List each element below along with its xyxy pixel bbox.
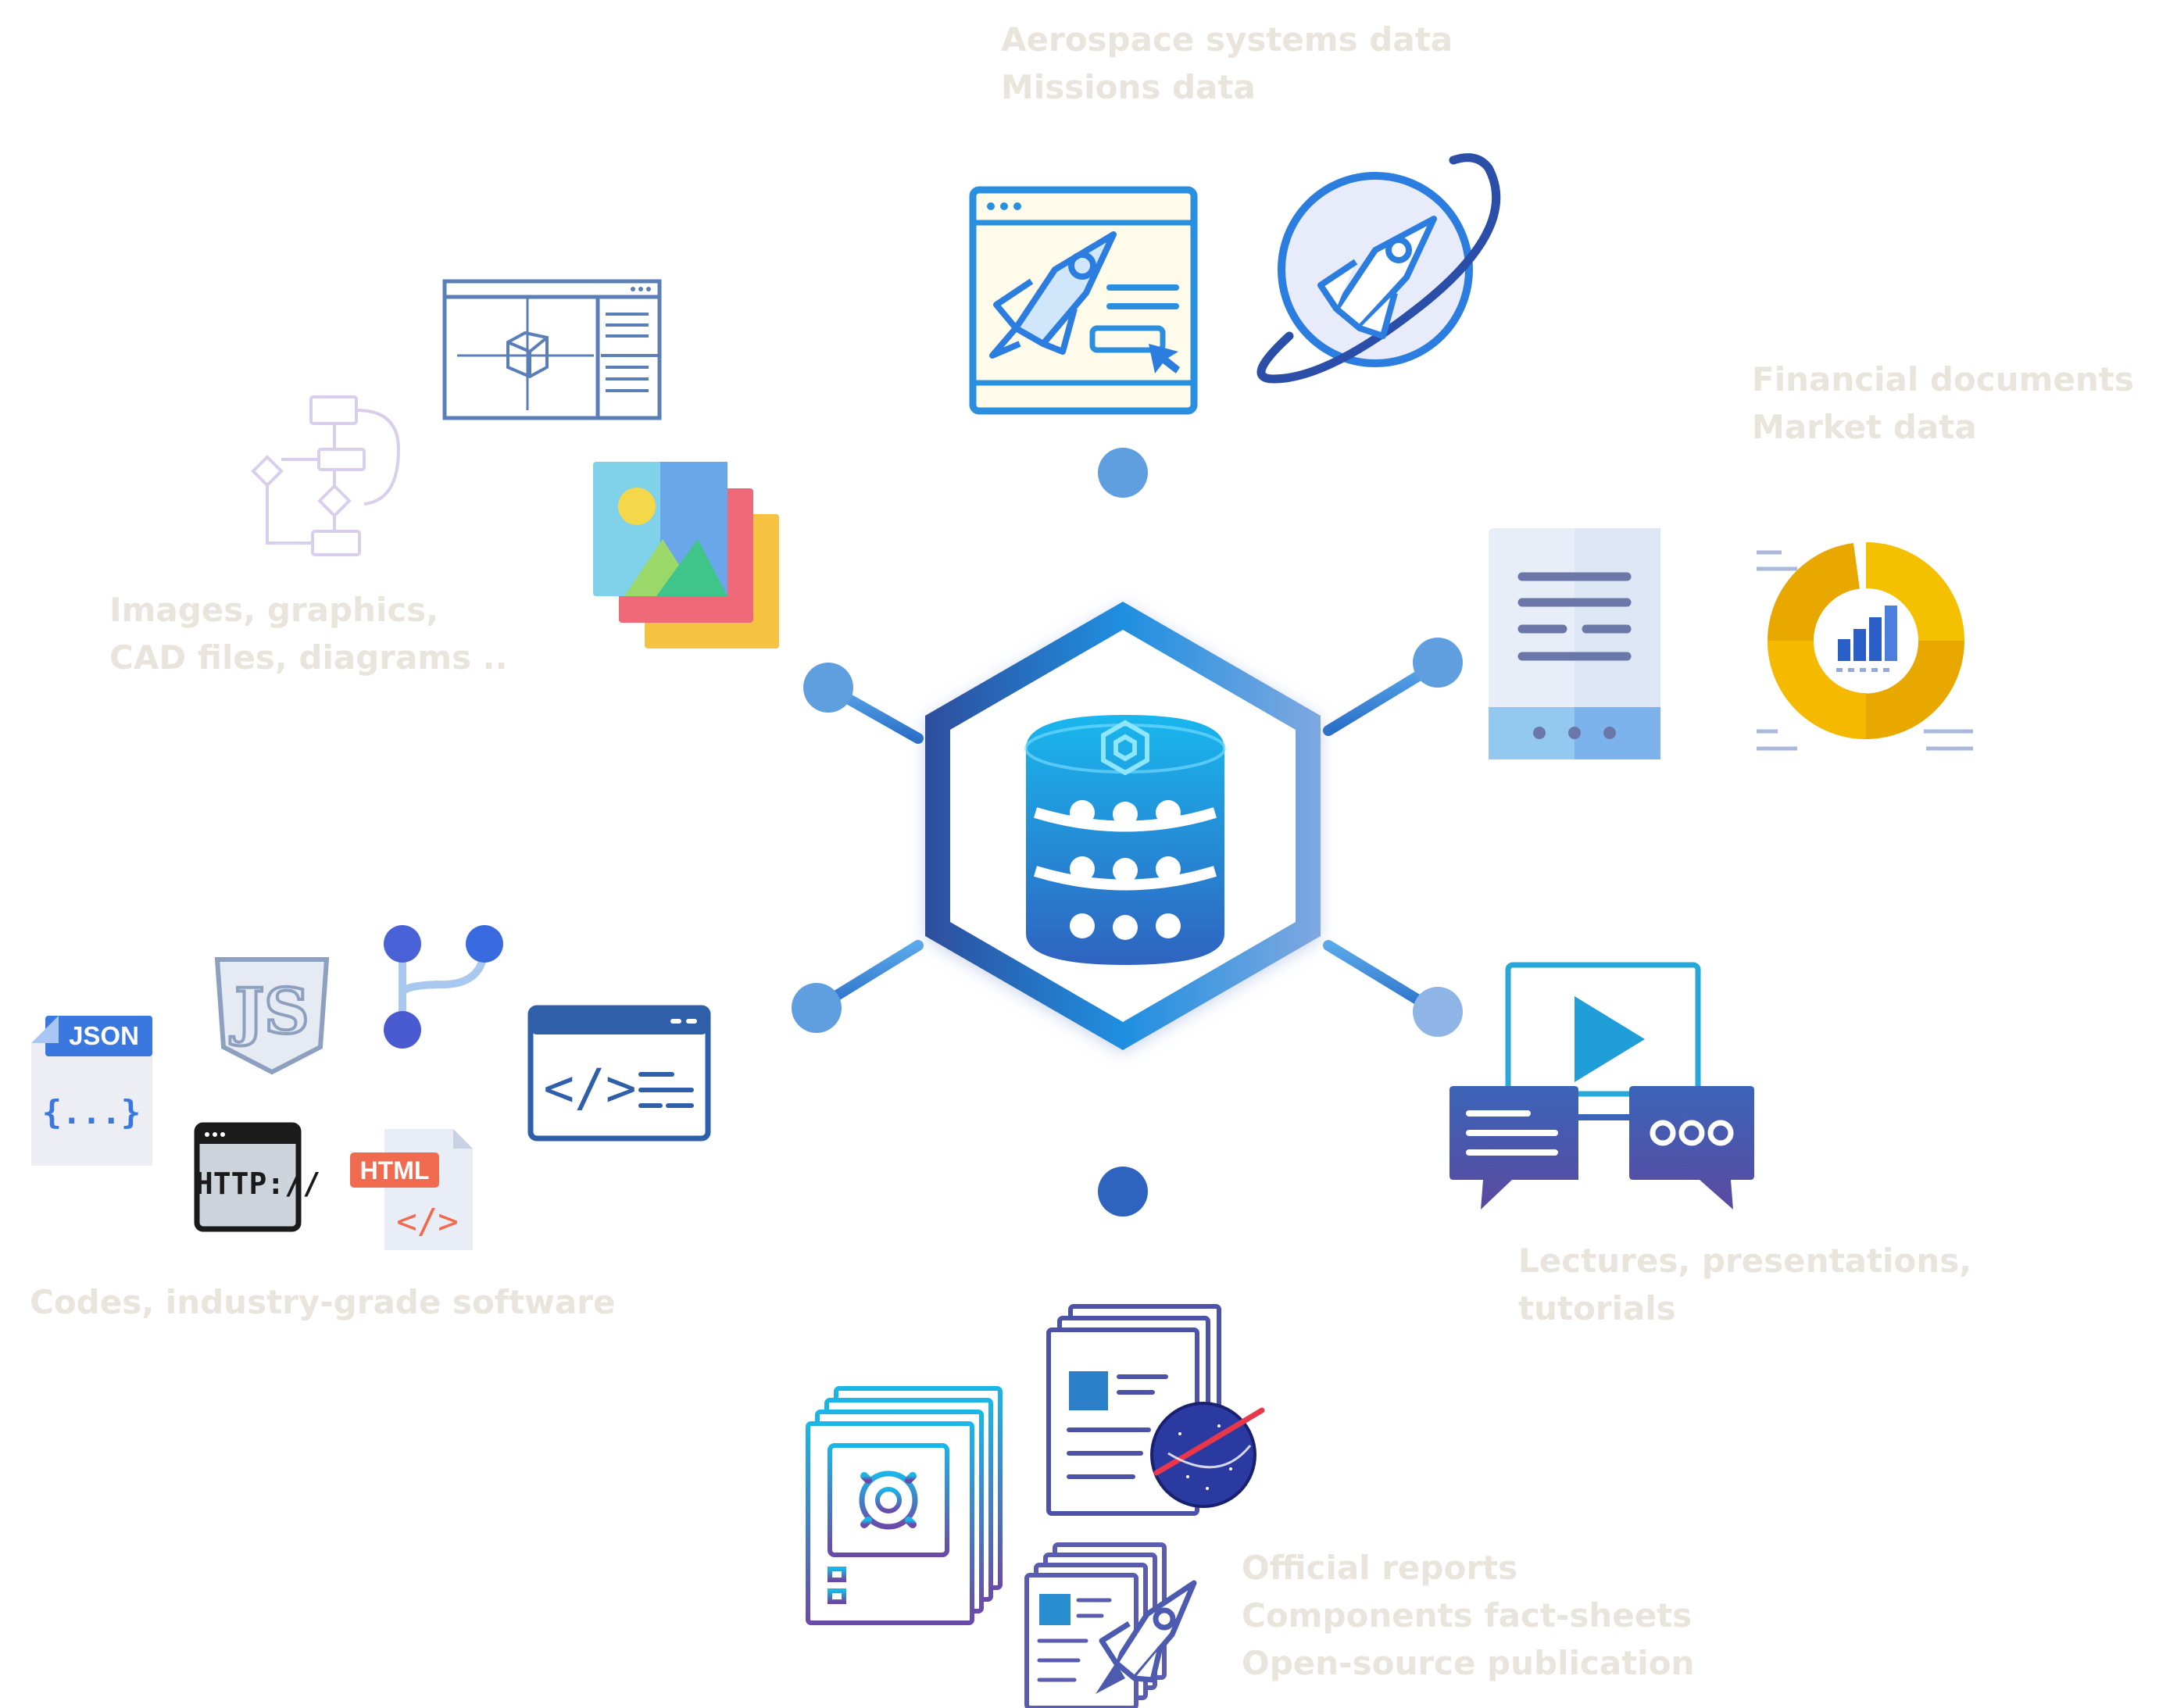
document-icon	[1489, 528, 1660, 759]
financial-label: Financial documents Market data	[1752, 356, 2134, 451]
donut-chart-icon	[1757, 542, 1973, 751]
hub-connector-nodes	[792, 448, 1463, 1217]
lectures-line-2: tutorials	[1518, 1289, 1676, 1327]
video-chat-icon	[1449, 962, 1754, 1210]
images-line-2: CAD files, diagrams ..	[109, 638, 508, 677]
code-window-icon: </>	[527, 1005, 711, 1142]
html-file-icon: HTML </>	[350, 1129, 473, 1250]
html-label: HTML	[360, 1156, 430, 1185]
aerospace-line-1: Aerospace systems data	[1001, 20, 1453, 59]
aerospace-line-2: Missions data	[1001, 68, 1256, 106]
codes-line-1: Codes, industry-grade software	[30, 1283, 616, 1321]
javascript-icon: JS	[214, 957, 330, 1075]
json-file-icon: JSON {...}	[31, 1016, 152, 1166]
reports-line-1: Official reports	[1242, 1549, 1518, 1587]
code-tag: </>	[543, 1058, 636, 1118]
rocket-planet-icon	[1256, 153, 1501, 384]
reports-line-3: Open-source publication	[1242, 1644, 1695, 1682]
json-label: JSON	[69, 1021, 139, 1050]
images-label: Images, graphics, CAD files, diagrams ..	[109, 586, 508, 681]
html-tag: </>	[396, 1202, 458, 1242]
image-stack-icon	[593, 462, 779, 649]
codes-label: Codes, industry-grade software	[30, 1278, 616, 1326]
images-line-1: Images, graphics,	[109, 591, 439, 629]
http-icon: HTTP://	[194, 1122, 320, 1232]
hub-logo-icon	[1101, 720, 1149, 776]
cad-window-icon	[442, 279, 662, 420]
rocket-browser-icon	[969, 186, 1198, 415]
lectures-line-1: Lectures, presentations,	[1518, 1242, 1972, 1280]
js-label: JS	[230, 974, 309, 1048]
flowchart-icon	[251, 395, 401, 556]
database-icon	[1024, 715, 1226, 965]
gear-report-icon	[806, 1386, 1003, 1625]
http-label: HTTP://	[195, 1167, 320, 1201]
lectures-label: Lectures, presentations, tutorials	[1518, 1237, 1971, 1332]
json-braces: {...}	[42, 1093, 141, 1131]
financial-line-1: Financial documents	[1752, 360, 2134, 398]
nasa-report-icon	[1046, 1304, 1265, 1516]
git-branch-icon	[384, 925, 503, 1049]
financial-line-2: Market data	[1752, 408, 1977, 446]
rocket-report-icon	[1024, 1542, 1197, 1708]
reports-line-2: Components fact-sheets	[1242, 1596, 1693, 1635]
reports-label: Official reports Components fact-sheets …	[1242, 1544, 1694, 1687]
aerospace-label: Aerospace systems data Missions data	[1001, 16, 1453, 111]
